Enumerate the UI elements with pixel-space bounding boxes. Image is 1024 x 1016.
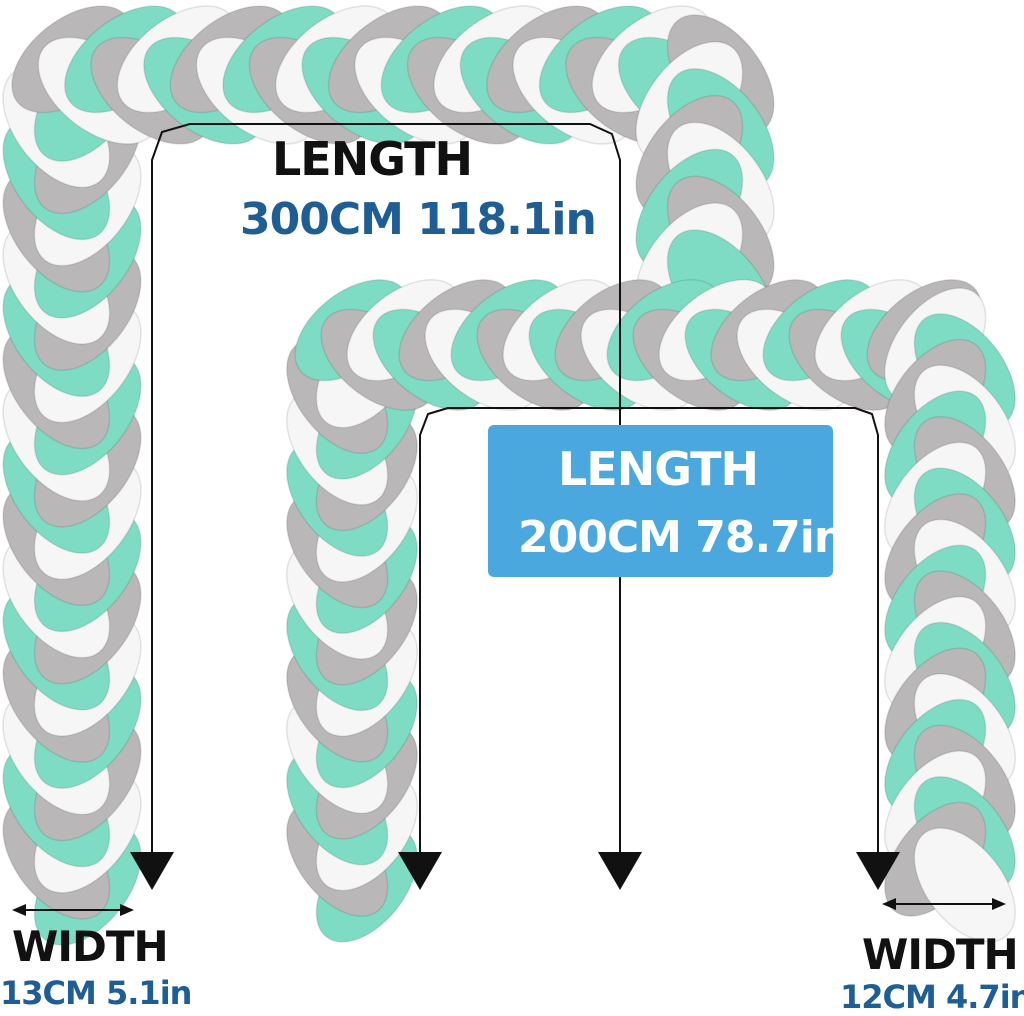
length-300-title: LENGTH [272, 132, 473, 186]
measure-line [151, 123, 621, 855]
arrow-down-icon [598, 852, 642, 890]
width-left-value: 13CM 5.1in [0, 974, 192, 1012]
arrow-down-icon [398, 852, 442, 890]
width-right-title: WIDTH [862, 930, 1019, 979]
length-200-title: LENGTH [558, 442, 759, 496]
width-right-arrow [882, 898, 1006, 910]
width-right-value: 12CM 4.7in [840, 978, 1024, 1016]
length-200-box [488, 425, 833, 577]
arrow-left-icon [12, 904, 26, 916]
length-200-value: 200CM 78.7in [518, 512, 845, 563]
braid-200 [286, 279, 1016, 943]
measure-line [419, 407, 879, 855]
arrow-right-icon [120, 904, 134, 916]
width-left-arrow [12, 904, 134, 916]
arrow-down-icon [130, 852, 174, 890]
braid-segment [913, 827, 1016, 943]
arrow-left-icon [882, 898, 896, 910]
arrow-right-icon [992, 898, 1006, 910]
braid-300 [2, 5, 775, 946]
length-200-bracket [419, 407, 879, 855]
arrow-down-icon [856, 852, 900, 890]
width-left-title: WIDTH [12, 922, 169, 971]
length-300-bracket [151, 123, 621, 855]
length-300-value: 300CM 118.1in [240, 194, 597, 245]
